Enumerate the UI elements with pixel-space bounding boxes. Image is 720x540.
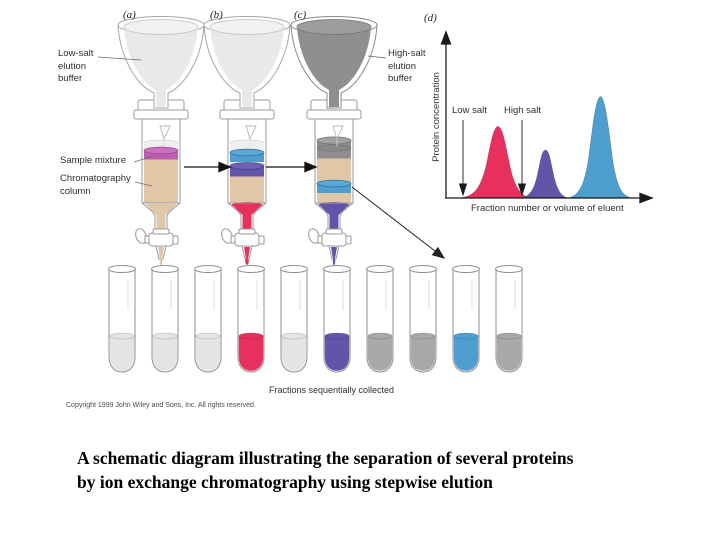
high-salt-buffer-liquid xyxy=(297,27,371,107)
flow-arrow-a-to-b xyxy=(184,161,232,173)
fraction-tubes xyxy=(108,265,523,373)
fraction-tube-8 xyxy=(409,265,437,373)
resin-bed xyxy=(144,159,178,204)
fraction-tube-9 xyxy=(452,265,480,373)
fraction-tube-1 xyxy=(108,265,136,373)
fraction-tube-3 xyxy=(194,265,222,373)
fraction-tube-2 xyxy=(151,265,179,373)
purple-protein-band xyxy=(230,165,264,177)
fraction-tube-4 xyxy=(237,265,265,373)
panel-label-d: (d) xyxy=(424,12,437,24)
sample-mixture-label: Sample mixture xyxy=(60,155,126,166)
column-c xyxy=(290,16,378,332)
chart-x-axis-label: Fraction number or volume of eluent xyxy=(471,203,624,214)
fraction-tube-7 xyxy=(366,265,394,373)
resin-bed xyxy=(230,176,264,204)
copyright-notice: Copyright 1999 John Wiley and Sons, Inc.… xyxy=(66,402,256,409)
resin-bed xyxy=(317,158,351,183)
fraction-tube-5 xyxy=(280,265,308,373)
column-a xyxy=(117,16,205,326)
blue-protein-band xyxy=(230,152,264,162)
chart-peak-purple xyxy=(521,149,568,198)
sample-mixture-band xyxy=(144,150,178,160)
fractions-collected-label: Fractions sequentially collected xyxy=(269,385,395,395)
high-salt-buffer-label: High-salt elution buffer xyxy=(388,48,426,84)
caption-line-1: A schematic diagram illustrating the sep… xyxy=(77,448,574,468)
chart-y-axis-label: Protein concentration xyxy=(430,72,442,162)
panel-label-c: (c) xyxy=(294,9,307,21)
chart-high-salt-label: High salt xyxy=(504,105,541,116)
fraction-tube-6 xyxy=(323,265,351,373)
elution-chart xyxy=(440,30,654,204)
high-salt-buffer-surface xyxy=(296,19,372,35)
chart-peak-blue xyxy=(568,96,632,198)
column-b xyxy=(203,16,291,331)
low-salt-buffer-liquid xyxy=(124,27,198,107)
chart-low-salt-label: Low salt xyxy=(452,105,487,116)
low-salt-buffer-liquid xyxy=(210,27,284,107)
chromatography-column-label: Chromatography column xyxy=(60,173,131,197)
panel-label-b: (b) xyxy=(210,9,223,21)
column-a-stopcock xyxy=(133,226,179,260)
label-pointer-lines xyxy=(97,55,387,187)
caption-line-2: by ion exchange chromatography using ste… xyxy=(77,472,493,492)
blue-protein-band xyxy=(317,183,351,193)
column-c-stopcock xyxy=(306,226,352,260)
fraction-tube-10 xyxy=(495,265,523,373)
low-salt-buffer-label: Low-salt elution buffer xyxy=(58,48,94,84)
chromatography-diagram xyxy=(97,16,654,373)
panel-label-a: (a) xyxy=(123,9,136,21)
figure-caption: A schematic diagram illustrating the sep… xyxy=(77,446,677,494)
column-b-stopcock xyxy=(219,226,265,260)
blue-band-to-tube-arrow xyxy=(351,186,446,259)
chart-axes xyxy=(440,30,654,204)
chart-peak-red xyxy=(461,126,530,198)
salt-step-arrows xyxy=(458,120,527,197)
flow-arrow-b-to-c xyxy=(266,161,318,173)
low-salt-buffer-surface xyxy=(123,19,199,35)
